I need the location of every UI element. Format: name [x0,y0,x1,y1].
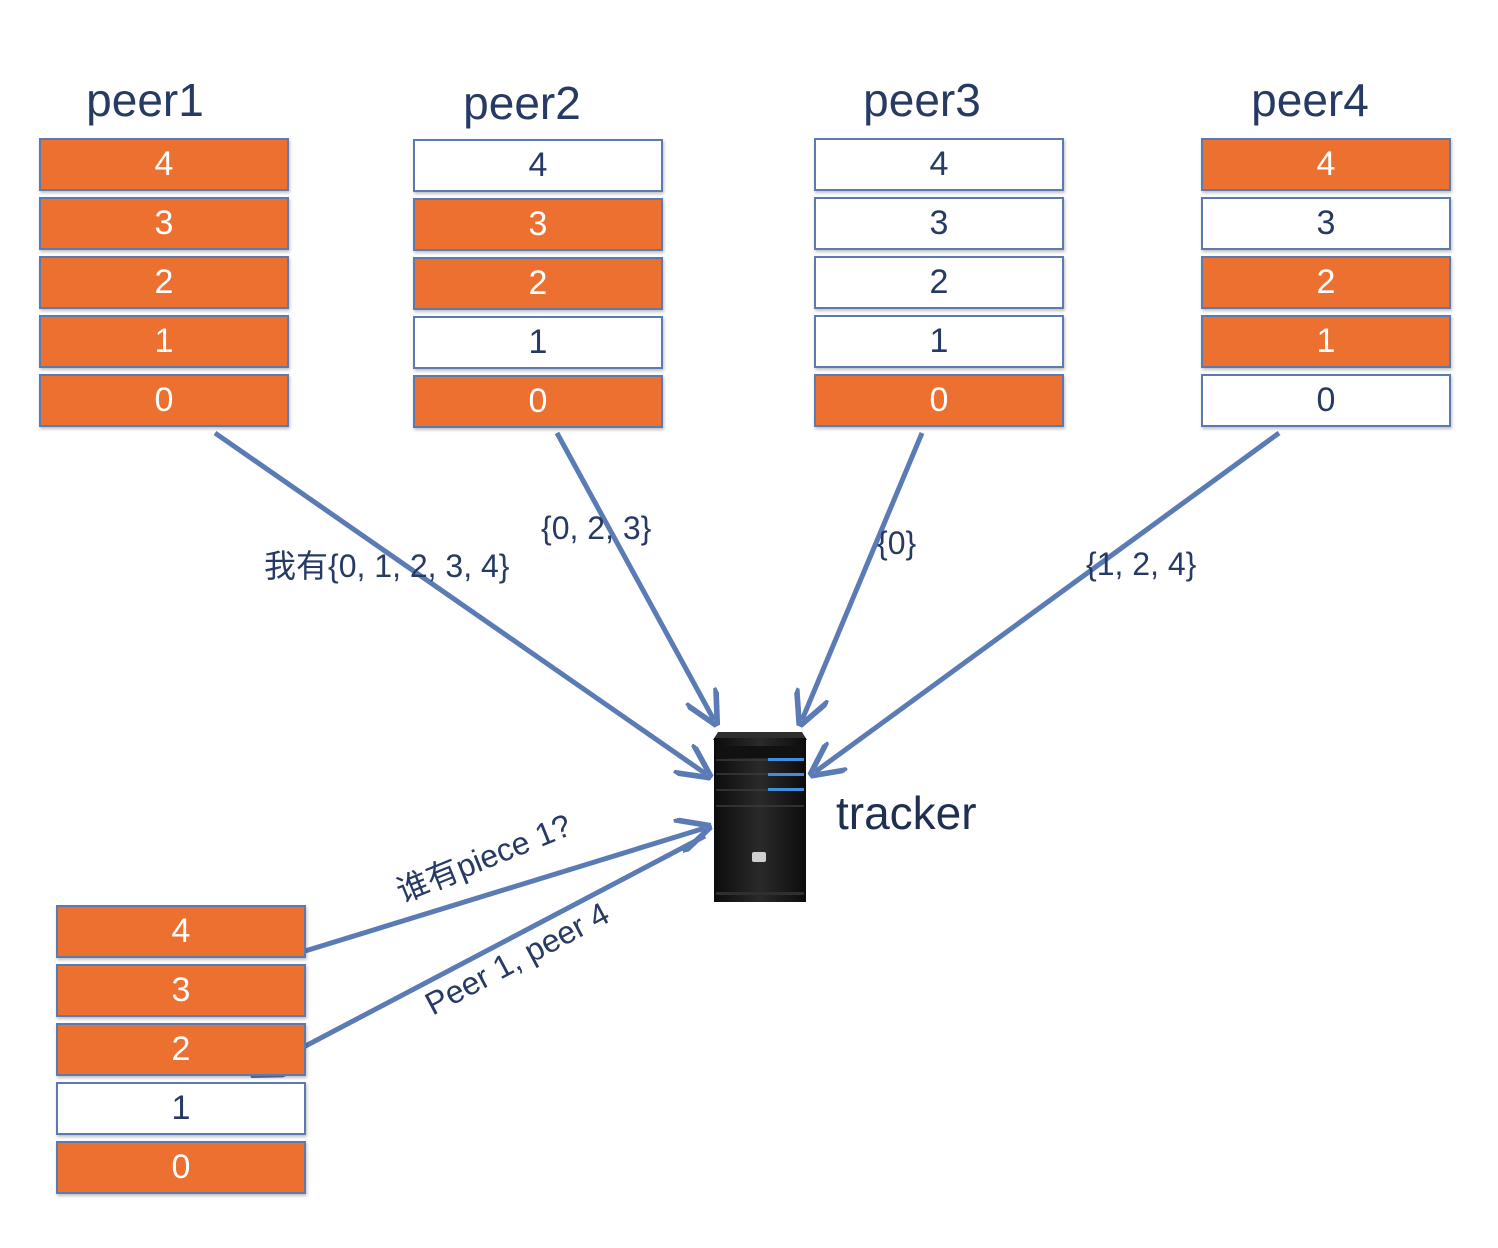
piece-cell: 0 [39,374,289,427]
peer4-piece-stack: 4 3 2 1 0 [1201,138,1451,433]
peer1-message: 我有{0, 1, 2, 3, 4} [264,548,510,584]
peer1-title: peer1 [86,74,204,126]
arrow-client-query [291,828,705,958]
arrow-tracker-reply [256,833,707,1072]
piece-cell: 4 [413,139,663,192]
piece-cell: 0 [413,375,663,428]
piece-cell: 0 [814,374,1064,427]
piece-cell: 3 [1201,197,1451,250]
piece-cell: 1 [1201,315,1451,368]
peer4-message: {1, 2, 4} [1086,546,1197,582]
peer3-message: {0} [877,525,917,561]
piece-cell: 0 [1201,374,1451,427]
piece-cell: 2 [39,256,289,309]
piece-cell: 2 [413,257,663,310]
client-piece-stack: 4 3 2 1 0 [56,905,306,1200]
peer2-piece-stack: 4 3 2 1 0 [413,139,663,434]
piece-cell: 1 [814,315,1064,368]
piece-cell: 4 [814,138,1064,191]
arrow-peer2-to-tracker [554,431,714,720]
piece-cell: 4 [1201,138,1451,191]
piece-cell: 2 [56,1023,306,1076]
piece-cell: 1 [39,315,289,368]
piece-cell: 2 [1201,256,1451,309]
piece-cell: 2 [814,256,1064,309]
peer1-piece-stack: 4 3 2 1 0 [39,138,289,433]
piece-cell: 3 [56,964,306,1017]
piece-cell: 0 [56,1141,306,1194]
server-icon [670,720,850,905]
peer2-message: {0, 2, 3} [541,510,652,546]
arrow-peer1-to-tracker [213,430,706,774]
peer3-title: peer3 [863,74,981,126]
peer2-title: peer2 [463,77,581,129]
piece-cell: 3 [413,198,663,251]
piece-cell: 3 [39,197,289,250]
tracker-label: tracker [836,787,977,839]
piece-cell: 1 [56,1082,306,1135]
arrow-peer4-to-tracker [815,430,1281,772]
piece-cell: 1 [413,316,663,369]
peer4-title: peer4 [1251,74,1369,126]
piece-cell: 4 [39,138,289,191]
arrow-peer3-to-tracker [802,432,925,720]
piece-cell: 3 [814,197,1064,250]
piece-cell: 4 [56,905,306,958]
peer3-piece-stack: 4 3 2 1 0 [814,138,1064,433]
